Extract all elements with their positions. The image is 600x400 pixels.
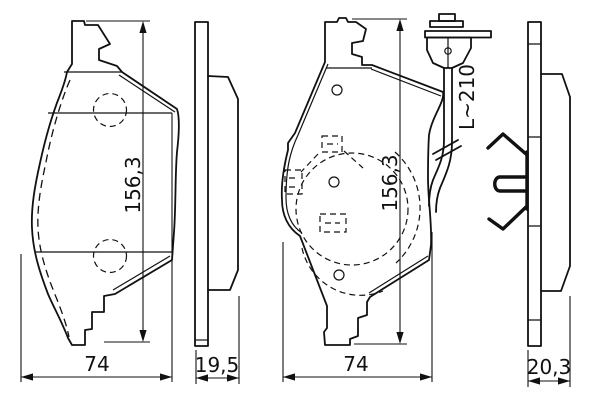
pad1-thickness-dimension: 19,5	[195, 296, 240, 384]
pad1-width-arrow-right	[160, 373, 172, 381]
pad2-backplate	[527, 21, 542, 347]
pad1-upper-hole	[92, 92, 128, 128]
pad1-lower-hole	[92, 238, 128, 274]
sensor-cap-top	[438, 13, 456, 22]
pad2-height-label: 156,3	[378, 154, 402, 211]
pad1-backplate	[194, 21, 209, 347]
pad2-thk-arrow-right	[558, 377, 570, 385]
shim-link-2	[343, 150, 364, 169]
pad2-retaining-clip	[486, 132, 529, 231]
pad1-width-dimension: 74	[20, 113, 173, 382]
pad1-thk-arrow-right	[227, 374, 239, 382]
pad2-thk-arrow-left	[528, 377, 540, 385]
pad2-side-view	[486, 21, 571, 347]
pad2-hole-bottom	[333, 269, 345, 281]
shim-arc-right	[394, 151, 421, 264]
pad1-side-view	[194, 21, 239, 347]
pad2-bottom-chamfer-inner	[368, 255, 429, 294]
shim-tab-left-mark	[289, 177, 298, 188]
wear-sensor: L~210	[424, 13, 492, 213]
pad2-top-slant-inner	[370, 68, 442, 97]
pad1-height-dimension: 156,3	[86, 20, 150, 343]
sensor-pin-hole	[444, 47, 452, 55]
pad1-height-label: 156,3	[121, 156, 145, 213]
pad1-front-view	[30, 20, 180, 346]
pad2-width-dimension: 74	[282, 232, 433, 382]
sensor-wire-left	[428, 67, 445, 207]
pad1-thk-arrow-left	[196, 374, 208, 382]
clip-upper-arm	[486, 132, 528, 156]
shim-tab-mid	[319, 213, 347, 233]
shim-tab-left	[284, 169, 303, 195]
shim-arc-bottom	[301, 247, 384, 296]
shim-link-1	[300, 153, 319, 173]
pad1-thickness-label: 19,5	[195, 353, 240, 377]
pad1-bottom-chamfer-inner	[112, 255, 171, 291]
pad2-hole-top	[331, 84, 343, 96]
clip-tab	[493, 175, 528, 193]
pad2-height-dimension: 156,3	[352, 18, 407, 345]
clip-lower-arm	[487, 205, 528, 231]
pad2-thickness-label: 20,3	[527, 355, 572, 379]
pad1-friction-block	[207, 75, 239, 291]
pad1-outline	[30, 20, 180, 346]
sensor-flange-bar	[424, 30, 492, 39]
pad2-hole-mid	[328, 176, 340, 188]
pad2-friction-block	[540, 73, 571, 292]
pad2-front-view	[280, 17, 444, 346]
sensor-body	[426, 36, 472, 69]
pad2-width-arrow-right	[420, 373, 432, 381]
pad2-left-slant-inner	[285, 63, 329, 234]
sensor-cap-bar	[429, 20, 464, 28]
pad2-thickness-dimension: 20,3	[527, 296, 572, 387]
shim-circle	[295, 152, 409, 266]
pad2-outline	[280, 17, 444, 346]
sensor-length-label: L~210	[455, 64, 479, 130]
pad1-width-arrow-left	[21, 373, 33, 381]
pad2-height-arrow-down	[396, 332, 404, 344]
pad1-wear-line	[37, 79, 71, 338]
shim-tab-top	[321, 135, 343, 153]
pad1-top-slant-inner	[118, 74, 176, 113]
pad2-backplate-divisions	[528, 43, 541, 321]
pad2-width-arrow-left	[283, 373, 295, 381]
pad1-height-arrow-up	[139, 21, 147, 33]
pad2-damper-shim-dashed	[284, 135, 421, 296]
sensor-wire-break-mark	[432, 139, 462, 161]
pad2-width-label: 74	[343, 352, 368, 376]
pad1-height-arrow-down	[139, 330, 147, 342]
pad1-width-label: 74	[84, 352, 109, 376]
pad2-height-arrow-up	[396, 19, 404, 31]
